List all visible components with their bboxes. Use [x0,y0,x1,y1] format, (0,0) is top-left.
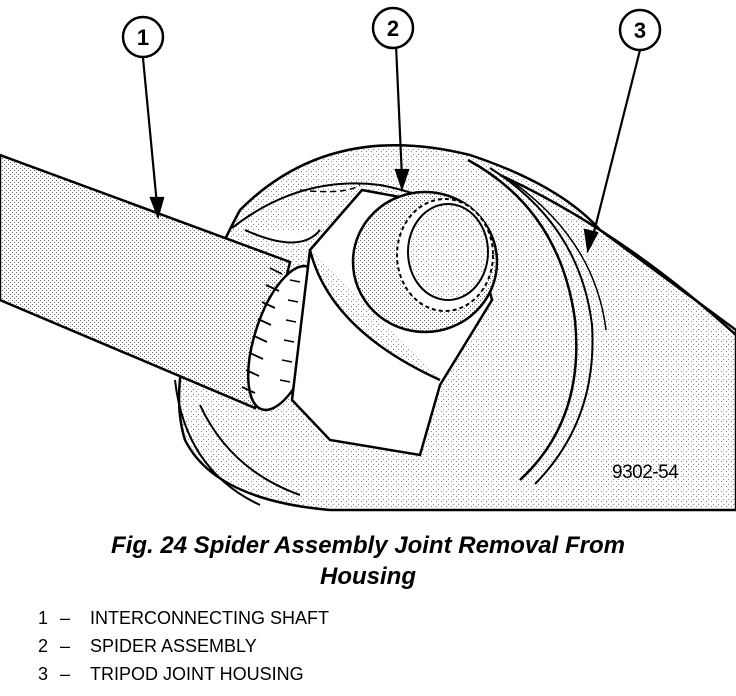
svg-text:3: 3 [634,18,646,43]
figure-caption: Fig. 24 Spider Assembly Joint Removal Fr… [0,530,736,592]
legend-number: 2 [38,636,49,656]
legend-item: 2–SPIDER ASSEMBLY [38,632,329,660]
callout-2: 2 [371,6,415,50]
svg-text:2: 2 [387,16,399,41]
legend-number: 1 [38,608,49,628]
legend-dash: – [60,608,71,628]
legend-dash: – [60,664,71,684]
figure-code: 9302-54 [612,462,679,483]
legend-item: 1–INTERCONNECTING SHAFT [38,604,329,632]
technical-illustration: 1 2 3 [0,6,736,512]
callout-leaders [141,44,642,254]
caption-line-2: Housing [320,563,416,590]
caption-line-1: Fig. 24 Spider Assembly Joint Removal Fr… [111,532,625,559]
svg-text:1: 1 [137,25,149,50]
spider-assembly [290,188,499,457]
legend-item: 3–TRIPOD JOINT HOUSING [38,660,329,688]
legend-label: TRIPOD JOINT HOUSING [90,664,304,684]
callout-1: 1 [121,15,165,59]
legend-label: INTERCONNECTING SHAFT [90,608,330,628]
callout-3: 3 [618,8,662,52]
legend: 1–INTERCONNECTING SHAFT 2–SPIDER ASSEMBL… [38,604,329,688]
legend-dash: – [60,636,71,656]
legend-number: 3 [38,664,49,684]
legend-label: SPIDER ASSEMBLY [90,636,257,656]
